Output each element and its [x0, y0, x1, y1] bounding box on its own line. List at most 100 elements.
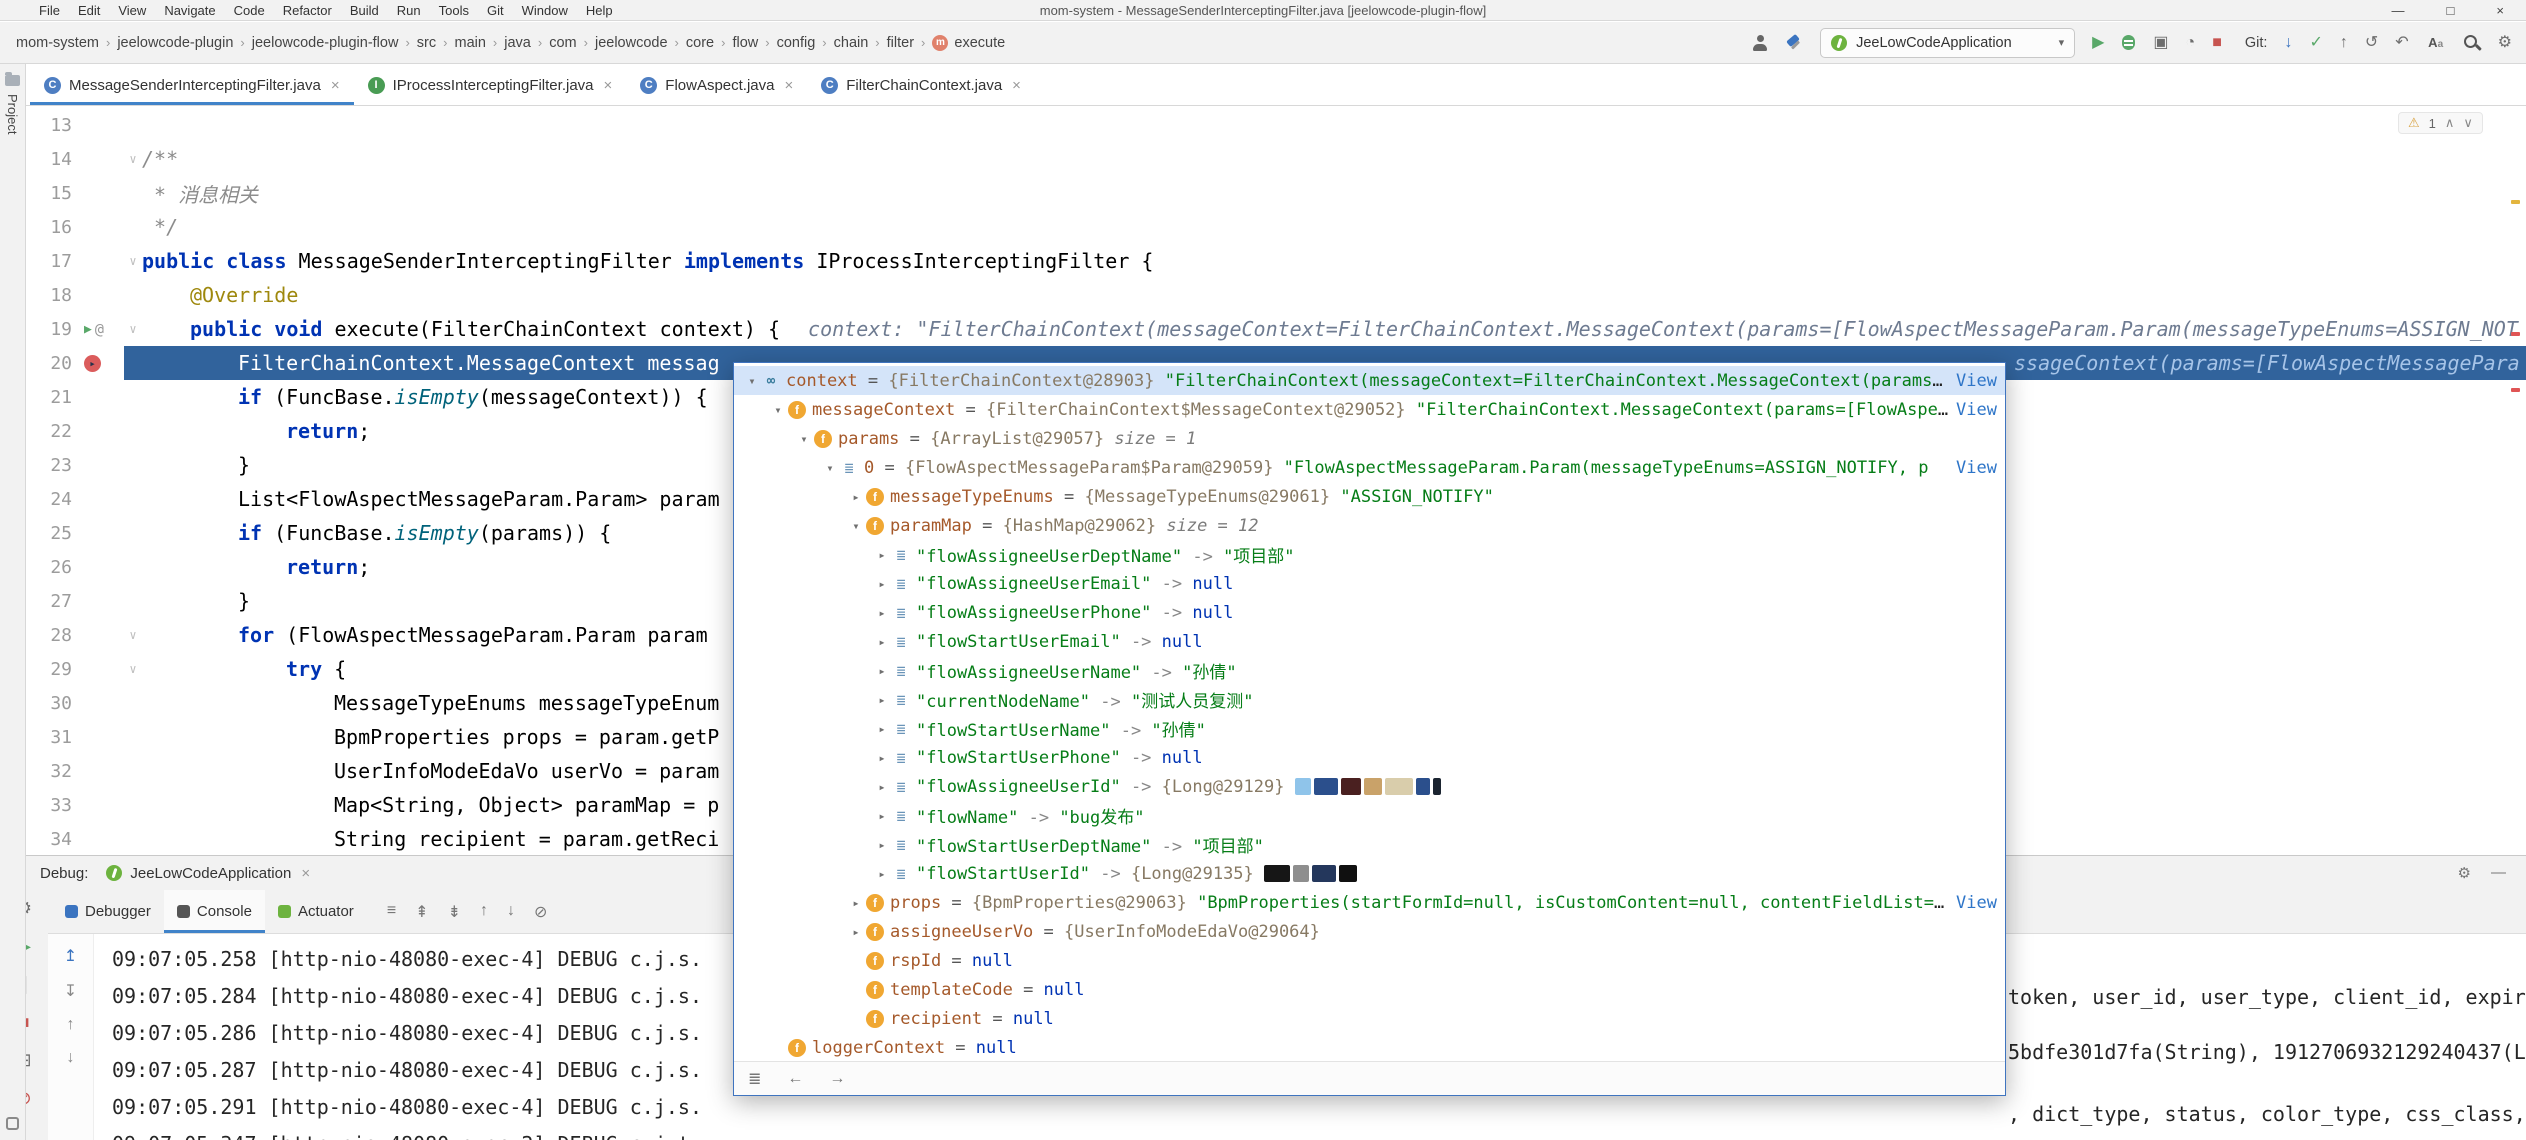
- debug-session-tab[interactable]: JeeLowCodeApplication ×: [96, 856, 320, 890]
- popup-row[interactable]: f recipient = null: [734, 1004, 2005, 1033]
- editor-tab[interactable]: I IProcessInterceptingFilter.java ×: [354, 65, 627, 105]
- breadcrumb-item[interactable]: core: [685, 34, 715, 51]
- popup-row[interactable]: ▾ f messageContext = {FilterChainContext…: [734, 395, 2005, 424]
- close-icon[interactable]: ×: [1012, 76, 1021, 94]
- close-icon[interactable]: ×: [603, 76, 613, 94]
- breadcrumb-item[interactable]: chain: [833, 34, 869, 51]
- chevron-down-icon[interactable]: ▾: [800, 431, 808, 446]
- tab-actuator[interactable]: Actuator: [265, 890, 367, 933]
- popup-row[interactable]: ▾ ∞ context = {FilterChainContext@28903}…: [734, 366, 2005, 395]
- popup-row[interactable]: ▸ ≣ "flowAssigneeUserEmail" -> null: [734, 569, 2005, 598]
- menu-item-window[interactable]: Window: [521, 2, 568, 18]
- breadcrumb-item[interactable]: filter: [886, 34, 915, 51]
- breadcrumb-method[interactable]: execute: [954, 34, 1006, 51]
- chevron-right-icon[interactable]: ▸: [878, 779, 886, 794]
- popup-row[interactable]: ▸ f props = {BpmProperties@29063} "BpmPr…: [734, 888, 2005, 917]
- close-icon[interactable]: ×: [301, 864, 311, 882]
- close-icon[interactable]: ×: [784, 76, 794, 94]
- fold-arrow-icon[interactable]: ∨: [129, 662, 137, 676]
- breadcrumb-item[interactable]: src: [416, 34, 437, 51]
- prev-warning-icon[interactable]: ∧: [2444, 115, 2455, 130]
- chevron-down-icon[interactable]: ▾: [748, 373, 756, 388]
- git-rollback-icon[interactable]: ↶: [2395, 33, 2409, 51]
- popup-row[interactable]: ▸ ≣ "flowAssigneeUserDeptName" -> "项目部": [734, 540, 2005, 569]
- run-button[interactable]: ▶: [2092, 33, 2105, 51]
- chevron-right-icon[interactable]: ▸: [852, 924, 860, 939]
- minimize-button[interactable]: —: [2391, 2, 2405, 18]
- breadcrumb-item[interactable]: com: [549, 34, 577, 51]
- grid-view-icon[interactable]: ≣: [748, 1070, 762, 1088]
- view-link[interactable]: View: [1956, 399, 1997, 420]
- chevron-right-icon[interactable]: ▸: [852, 895, 860, 910]
- soft-wrap-icon[interactable]: ≡: [386, 901, 397, 919]
- breadcrumb-item[interactable]: jeelowcode-plugin-flow: [251, 34, 399, 51]
- fold-arrow-icon[interactable]: ∨: [129, 628, 137, 642]
- scroll-up-icon[interactable]: ⇞: [415, 903, 429, 921]
- menu-item-view[interactable]: View: [118, 2, 147, 18]
- git-update-icon[interactable]: ↓: [2284, 33, 2293, 51]
- debugger-inspect-popup[interactable]: ▾ ∞ context = {FilterChainContext@28903}…: [733, 362, 2006, 1096]
- menu-item-code[interactable]: Code: [233, 2, 265, 18]
- next-occurrence-icon[interactable]: ↓: [506, 901, 515, 919]
- breakpoint-icon[interactable]: [84, 354, 101, 372]
- chevron-right-icon[interactable]: ▸: [878, 866, 886, 881]
- breadcrumb-item[interactable]: java: [504, 34, 531, 51]
- popup-row[interactable]: ▾ f paramMap = {HashMap@29062} size = 12: [734, 511, 2005, 540]
- popup-row[interactable]: ▸ ≣ "flowAssigneeUserId" -> {Long@29129}: [734, 772, 2005, 801]
- popup-row[interactable]: ▸ ≣ "flowStartUserEmail" -> null: [734, 627, 2005, 656]
- breadcrumb-item[interactable]: jeelowcode-plugin: [117, 34, 234, 51]
- back-icon[interactable]: ←: [787, 1069, 804, 1087]
- popup-row[interactable]: ▸ ≣ "flowStartUserPhone" -> null: [734, 743, 2005, 772]
- project-stripe[interactable]: Project: [0, 64, 26, 1140]
- settings-gear-icon[interactable]: ⚙: [2457, 865, 2471, 882]
- tab-console[interactable]: Console: [163, 890, 265, 933]
- git-history-icon[interactable]: ↺: [2364, 33, 2379, 51]
- chevron-right-icon[interactable]: ▸: [878, 750, 886, 765]
- tool-window-stripe-icon[interactable]: [6, 1117, 19, 1130]
- view-link[interactable]: View: [1956, 370, 1997, 391]
- breadcrumb-item[interactable]: config: [776, 34, 816, 51]
- user-icon[interactable]: [1752, 34, 1768, 51]
- chevron-right-icon[interactable]: ▸: [878, 692, 886, 707]
- popup-row[interactable]: ▾ ≣ 0 = {FlowAspectMessageParam$Param@29…: [734, 453, 2005, 482]
- breadcrumb-item[interactable]: mom-system: [16, 34, 99, 51]
- chevron-right-icon[interactable]: ▸: [878, 576, 886, 591]
- breadcrumb-item[interactable]: jeelowcode: [594, 34, 668, 51]
- chevron-down-icon[interactable]: ▾: [774, 402, 782, 417]
- breadcrumb-item[interactable]: flow: [732, 34, 759, 51]
- chevron-right-icon[interactable]: ▸: [878, 663, 886, 678]
- menu-item-help[interactable]: Help: [585, 2, 613, 18]
- view-link[interactable]: View: [1956, 892, 1997, 913]
- popup-row[interactable]: f templateCode = null: [734, 975, 2005, 1004]
- chevron-right-icon[interactable]: ▸: [852, 489, 860, 504]
- menu-item-git[interactable]: Git: [486, 2, 504, 18]
- popup-row[interactable]: ▸ ≣ "currentNodeName" -> "测试人员复测": [734, 685, 2005, 714]
- chevron-right-icon[interactable]: ▸: [878, 808, 886, 823]
- chevron-right-icon[interactable]: ▸: [878, 837, 886, 852]
- git-push-icon[interactable]: ↑: [2339, 33, 2348, 51]
- popup-row[interactable]: ▸ ≣ "flowStartUserName" -> "孙倩": [734, 714, 2005, 743]
- run-config-selector[interactable]: JeeLowCodeApplication ▾: [1820, 27, 2076, 58]
- clear-console-icon[interactable]: ⊘: [533, 903, 548, 921]
- menu-item-run[interactable]: Run: [396, 2, 421, 18]
- maximize-button[interactable]: □: [2446, 2, 2455, 18]
- forward-icon[interactable]: →: [829, 1069, 846, 1087]
- menu-item-navigate[interactable]: Navigate: [164, 2, 216, 18]
- fold-arrow-icon[interactable]: ∨: [129, 152, 137, 166]
- popup-row[interactable]: f rspId = null: [734, 946, 2005, 975]
- editor-tab[interactable]: C FlowAspect.java ×: [626, 65, 807, 105]
- chevron-right-icon[interactable]: ▸: [878, 605, 886, 620]
- fold-arrow-icon[interactable]: ∨: [129, 254, 137, 268]
- editor-tab[interactable]: C MessageSenderInterceptingFilter.java ×: [30, 65, 354, 105]
- hide-panel-icon[interactable]: —: [2491, 864, 2506, 881]
- editor-tab[interactable]: C FilterChainContext.java ×: [807, 65, 1035, 105]
- coverage-button[interactable]: ▣: [2153, 33, 2169, 51]
- up-stack-icon[interactable]: ↑: [66, 1016, 75, 1033]
- git-commit-icon[interactable]: ✓: [2309, 33, 2323, 51]
- popup-row[interactable]: ▸ f messageTypeEnums = {MessageTypeEnums…: [734, 482, 2005, 511]
- menu-item-tools[interactable]: Tools: [438, 2, 469, 18]
- chevron-down-icon[interactable]: ▾: [826, 460, 834, 475]
- menu-item-build[interactable]: Build: [349, 2, 379, 18]
- view-link[interactable]: View: [1956, 457, 1997, 478]
- profiler-button[interactable]: ◔: [2185, 33, 2196, 51]
